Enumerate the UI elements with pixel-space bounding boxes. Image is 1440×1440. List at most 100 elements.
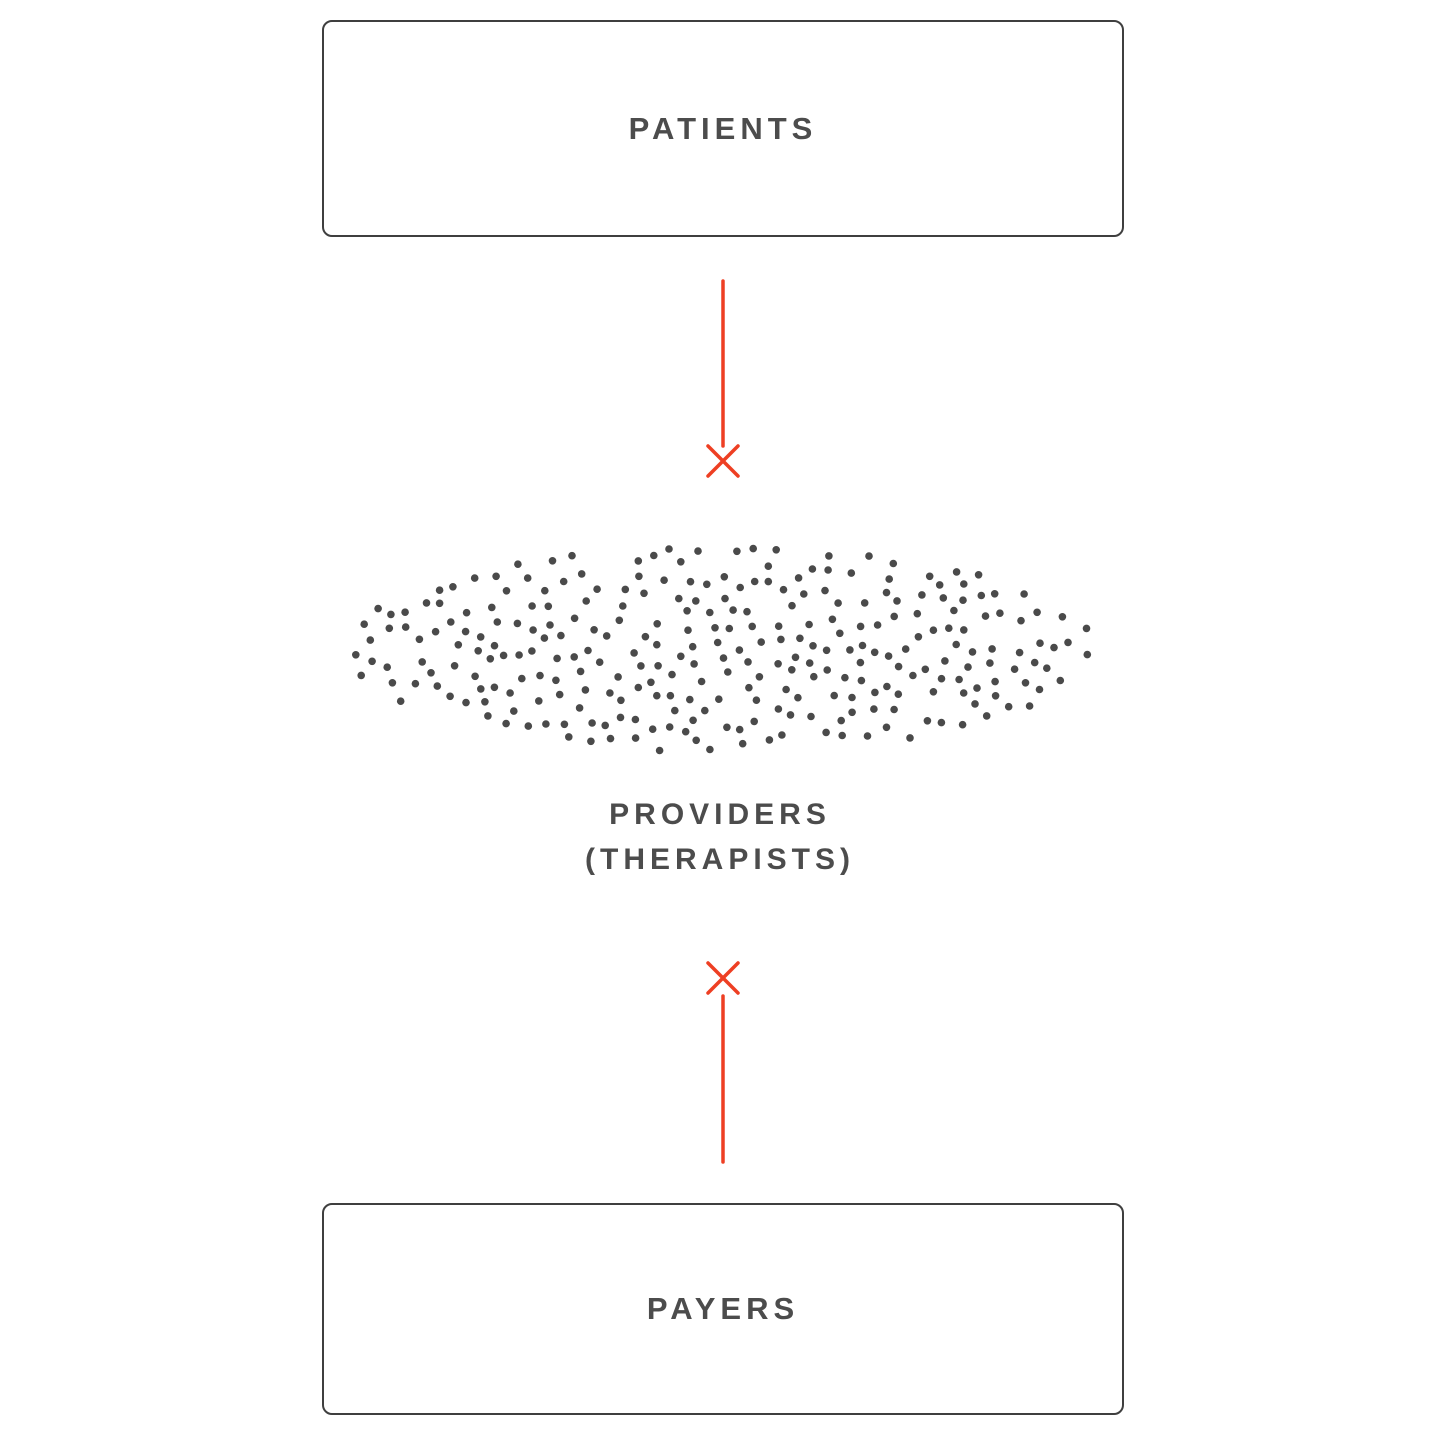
provider-dot bbox=[590, 626, 598, 634]
provider-dot bbox=[606, 734, 615, 743]
provider-dot bbox=[885, 575, 893, 583]
provider-dot bbox=[986, 659, 994, 667]
provider-dot bbox=[1036, 639, 1044, 647]
provider-dot bbox=[446, 692, 454, 701]
provider-dot bbox=[524, 722, 533, 730]
provider-dot bbox=[684, 626, 692, 634]
provider-dot bbox=[619, 602, 627, 610]
provider-dot bbox=[745, 683, 753, 692]
provider-dot bbox=[913, 609, 922, 618]
provider-dot bbox=[484, 712, 492, 720]
provider-dot bbox=[893, 597, 901, 605]
provider-dot bbox=[871, 688, 879, 697]
providers-label-line1: PROVIDERS bbox=[609, 798, 831, 831]
provider-dot bbox=[462, 698, 470, 707]
provider-dot bbox=[1043, 664, 1051, 672]
provider-dot bbox=[952, 640, 960, 649]
provider-dot bbox=[706, 745, 714, 754]
provider-dot bbox=[794, 693, 802, 702]
provider-dot bbox=[906, 734, 914, 742]
provider-dot bbox=[729, 606, 737, 614]
provider-dot bbox=[1015, 648, 1024, 657]
provider-dot bbox=[860, 599, 869, 607]
patients-label: PATIENTS bbox=[628, 110, 818, 146]
provider-dot bbox=[570, 614, 579, 623]
provider-dot bbox=[686, 695, 694, 704]
provider-dot bbox=[870, 705, 878, 713]
provider-dot bbox=[415, 635, 424, 644]
provider-dot bbox=[735, 646, 744, 654]
provider-dot bbox=[890, 705, 898, 714]
provider-dot bbox=[388, 679, 397, 687]
provider-dot bbox=[1033, 608, 1041, 617]
provider-dot bbox=[542, 720, 550, 728]
provider-dot bbox=[653, 640, 661, 649]
provider-dot bbox=[857, 676, 866, 685]
provider-dot bbox=[383, 663, 392, 671]
provider-dot bbox=[774, 660, 782, 668]
provider-dot bbox=[493, 618, 502, 626]
provider-dot bbox=[481, 698, 489, 706]
provider-dot bbox=[981, 612, 990, 620]
provider-dot bbox=[945, 624, 953, 632]
provider-dot bbox=[805, 659, 814, 667]
provider-dot bbox=[692, 736, 700, 745]
provider-dot bbox=[616, 713, 625, 722]
provider-dot bbox=[660, 576, 668, 584]
provider-dot bbox=[1004, 702, 1013, 711]
provider-dot bbox=[715, 695, 723, 703]
provider-dot bbox=[788, 601, 796, 610]
provider-dot bbox=[528, 647, 536, 655]
provider-dot bbox=[1010, 665, 1019, 673]
provider-dot bbox=[357, 671, 366, 680]
provider-dot bbox=[914, 633, 923, 641]
provider-dot bbox=[510, 707, 518, 715]
payers-label: PAYERS bbox=[646, 1291, 800, 1326]
provider-dot bbox=[668, 670, 676, 679]
provider-dot bbox=[640, 589, 648, 598]
provider-dot bbox=[634, 557, 643, 565]
provider-dot bbox=[929, 688, 938, 696]
provider-dot bbox=[647, 678, 655, 687]
provider-dot bbox=[837, 716, 845, 725]
provider-dot bbox=[492, 572, 500, 581]
provider-dot bbox=[514, 560, 522, 568]
provider-dot bbox=[637, 662, 645, 670]
provider-dot bbox=[743, 607, 751, 616]
provider-dot bbox=[782, 685, 790, 694]
provider-dot bbox=[1056, 676, 1065, 685]
provider-dot bbox=[650, 551, 658, 560]
provider-dot bbox=[800, 590, 808, 598]
provider-dot bbox=[1064, 638, 1072, 647]
provider-dot bbox=[823, 666, 831, 674]
provider-dot bbox=[749, 544, 757, 553]
provider-dot bbox=[697, 677, 706, 686]
provider-dot bbox=[858, 641, 867, 650]
provider-dot bbox=[631, 715, 640, 724]
provider-dot bbox=[570, 653, 578, 661]
provider-dot bbox=[688, 642, 697, 651]
provider-dot bbox=[435, 599, 444, 608]
provider-dot bbox=[352, 651, 360, 659]
provider-dot bbox=[882, 723, 891, 732]
provider-dot bbox=[581, 686, 590, 694]
provider-dot bbox=[884, 652, 893, 660]
provider-dot bbox=[821, 586, 829, 595]
provider-dot bbox=[653, 691, 661, 700]
provider-dot bbox=[937, 674, 946, 683]
provider-dot bbox=[786, 711, 795, 719]
provider-dot bbox=[630, 649, 638, 657]
provider-dot bbox=[988, 645, 996, 653]
provider-dot bbox=[822, 728, 830, 737]
provider-dot bbox=[601, 721, 609, 730]
provider-dot bbox=[838, 731, 846, 740]
provider-dot bbox=[744, 658, 752, 666]
provider-dot bbox=[909, 671, 917, 680]
provider-dot bbox=[890, 612, 898, 621]
provider-dot bbox=[825, 552, 833, 560]
providers-label: PROVIDERS (THERAPISTS) bbox=[0, 792, 1440, 882]
provider-dot bbox=[477, 685, 485, 693]
provider-dot bbox=[882, 588, 891, 597]
provider-dot bbox=[588, 719, 596, 727]
